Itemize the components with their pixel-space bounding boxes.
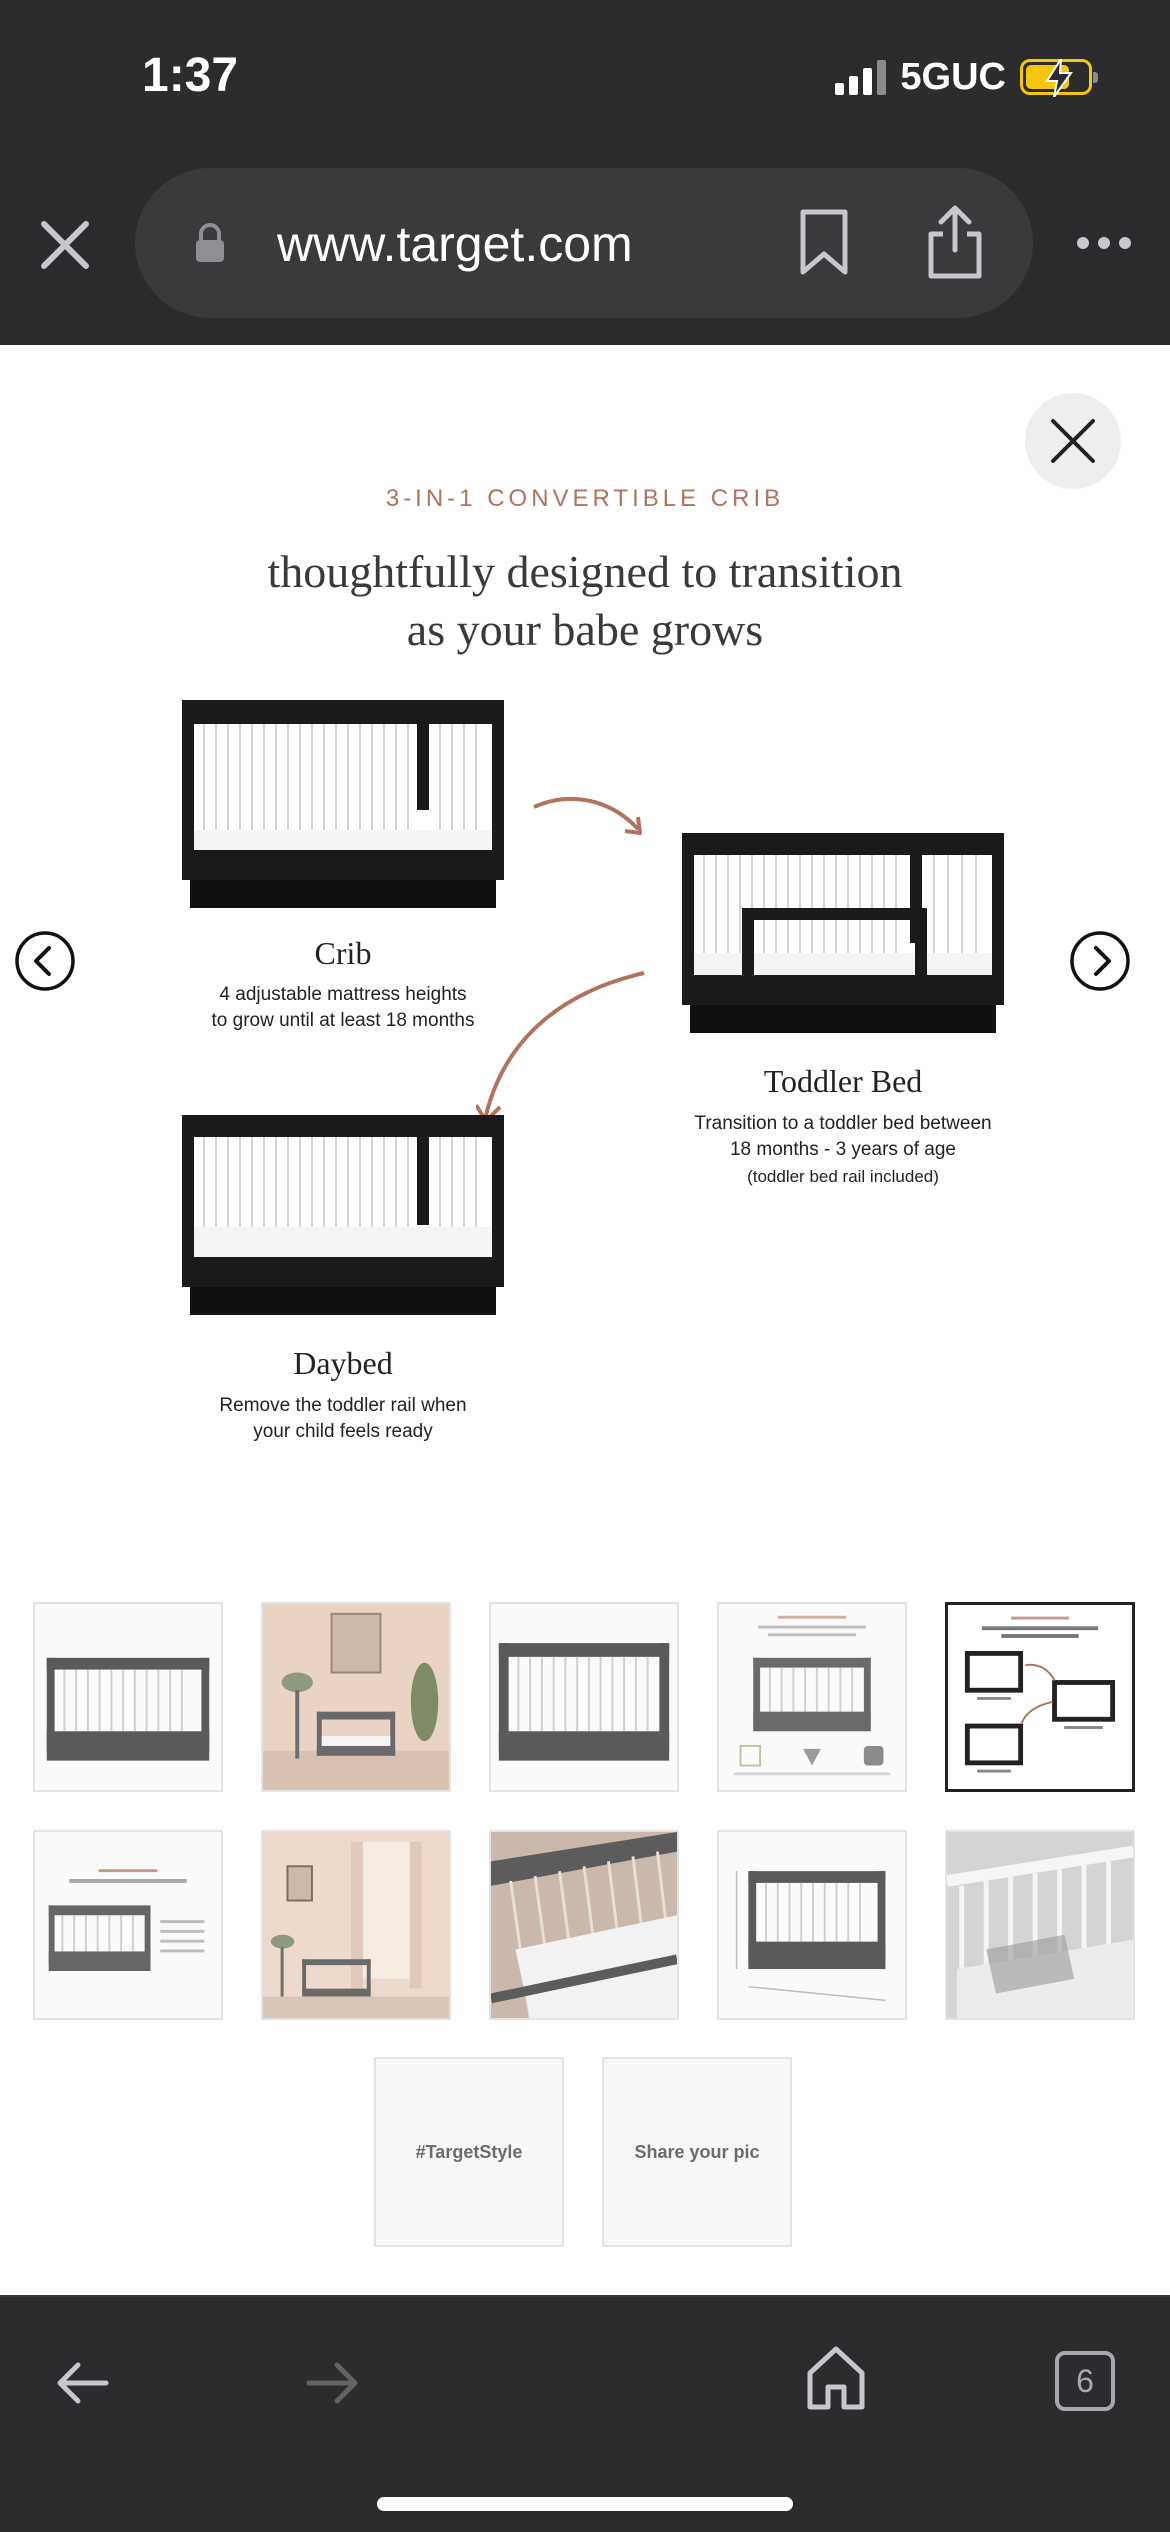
thumbnail-image [719, 1604, 905, 1790]
crib-illustration [182, 700, 504, 908]
browser-bottom-toolbar: 6 [0, 2295, 1170, 2532]
signal-icon [835, 59, 887, 95]
product-main-image: 3-IN-1 CONVERTIBLE CRIB thoughtfully des… [170, 455, 1004, 1455]
address-bar[interactable]: www.target.com [135, 168, 1033, 318]
close-tab-icon[interactable] [38, 218, 92, 272]
more-icon[interactable] [1075, 232, 1133, 254]
browser-top-chrome: 1:37 5GUC www.target.com [0, 0, 1170, 345]
thumbnail-image [491, 1604, 677, 1790]
stage-note-toddler-bed: (toddler bed rail included) [747, 1167, 939, 1186]
transition-arrow-icon [476, 971, 645, 1123]
stage-title-toddler-bed: Toddler Bed [763, 1063, 923, 1099]
transition-arrow-icon [533, 796, 642, 835]
thumb-nursery-window[interactable] [261, 1830, 451, 2020]
stage-title-daybed: Daybed [293, 1345, 393, 1381]
viewer-close-button[interactable] [1025, 393, 1121, 489]
toddler-bed-illustration [682, 833, 1004, 1033]
thumbnail-image [948, 1605, 1132, 1789]
stage-desc-toddler-bed: Transition to a toddler bed between 18 m… [694, 1113, 992, 1160]
image-headline: thoughtfully designed to transition as y… [267, 546, 903, 655]
chevron-left-icon[interactable] [14, 930, 76, 992]
thumbnail-image [35, 1832, 221, 2018]
bookmark-icon[interactable] [795, 208, 853, 276]
thumb-crib-side[interactable] [489, 1602, 679, 1792]
thumb-nursery-room[interactable] [261, 1602, 451, 1792]
share-icon[interactable] [925, 202, 985, 280]
chevron-right-icon[interactable] [1069, 930, 1131, 992]
thumbnail-image [947, 1832, 1133, 2018]
thumb-crib-closeup[interactable] [489, 1830, 679, 2020]
image-viewer: 3-IN-1 CONVERTIBLE CRIB thoughtfully des… [0, 345, 1170, 2295]
tabs-button[interactable]: 6 [1055, 2351, 1115, 2411]
share-your-pic-tile[interactable]: Share your pic [602, 2057, 792, 2247]
network-label: 5GUC [900, 55, 1006, 98]
thumb-mattress-heights[interactable] [33, 1830, 223, 2020]
status-time: 1:37 [142, 49, 239, 102]
thumbnail-image [35, 1604, 221, 1790]
home-indicator [377, 2497, 793, 2511]
thumbnail-image [263, 1832, 449, 2018]
thumbnail-image [263, 1604, 449, 1790]
status-indicators: 5GUC [835, 54, 1098, 100]
battery-icon [1020, 59, 1098, 97]
forward-arrow-icon[interactable] [305, 2359, 361, 2407]
thumb-dimensions[interactable] [717, 1830, 907, 2020]
thumbnail-image [491, 1832, 677, 2018]
stage-desc-crib: 4 adjustable mattress heights to grow un… [211, 984, 475, 1031]
thumb-crib-front[interactable] [33, 1602, 223, 1792]
thumb-crib-white[interactable] [945, 1830, 1135, 2020]
stage-desc-daybed: Remove the toddler rail when your child … [219, 1395, 467, 1442]
target-style-tile[interactable]: #TargetStyle [374, 2057, 564, 2247]
url-text[interactable]: www.target.com [277, 216, 633, 272]
daybed-illustration [182, 1115, 504, 1315]
lock-icon [196, 223, 224, 262]
close-icon [1051, 419, 1095, 463]
back-arrow-icon[interactable] [54, 2359, 110, 2407]
thumb-safety-features[interactable] [717, 1602, 907, 1792]
stage-title-crib: Crib [314, 935, 372, 971]
thumb-3-in-1-convertible[interactable] [945, 1602, 1135, 1792]
home-icon[interactable] [806, 2345, 866, 2411]
thumbnail-image [719, 1832, 905, 2018]
image-eyebrow: 3-IN-1 CONVERTIBLE CRIB [385, 485, 785, 512]
